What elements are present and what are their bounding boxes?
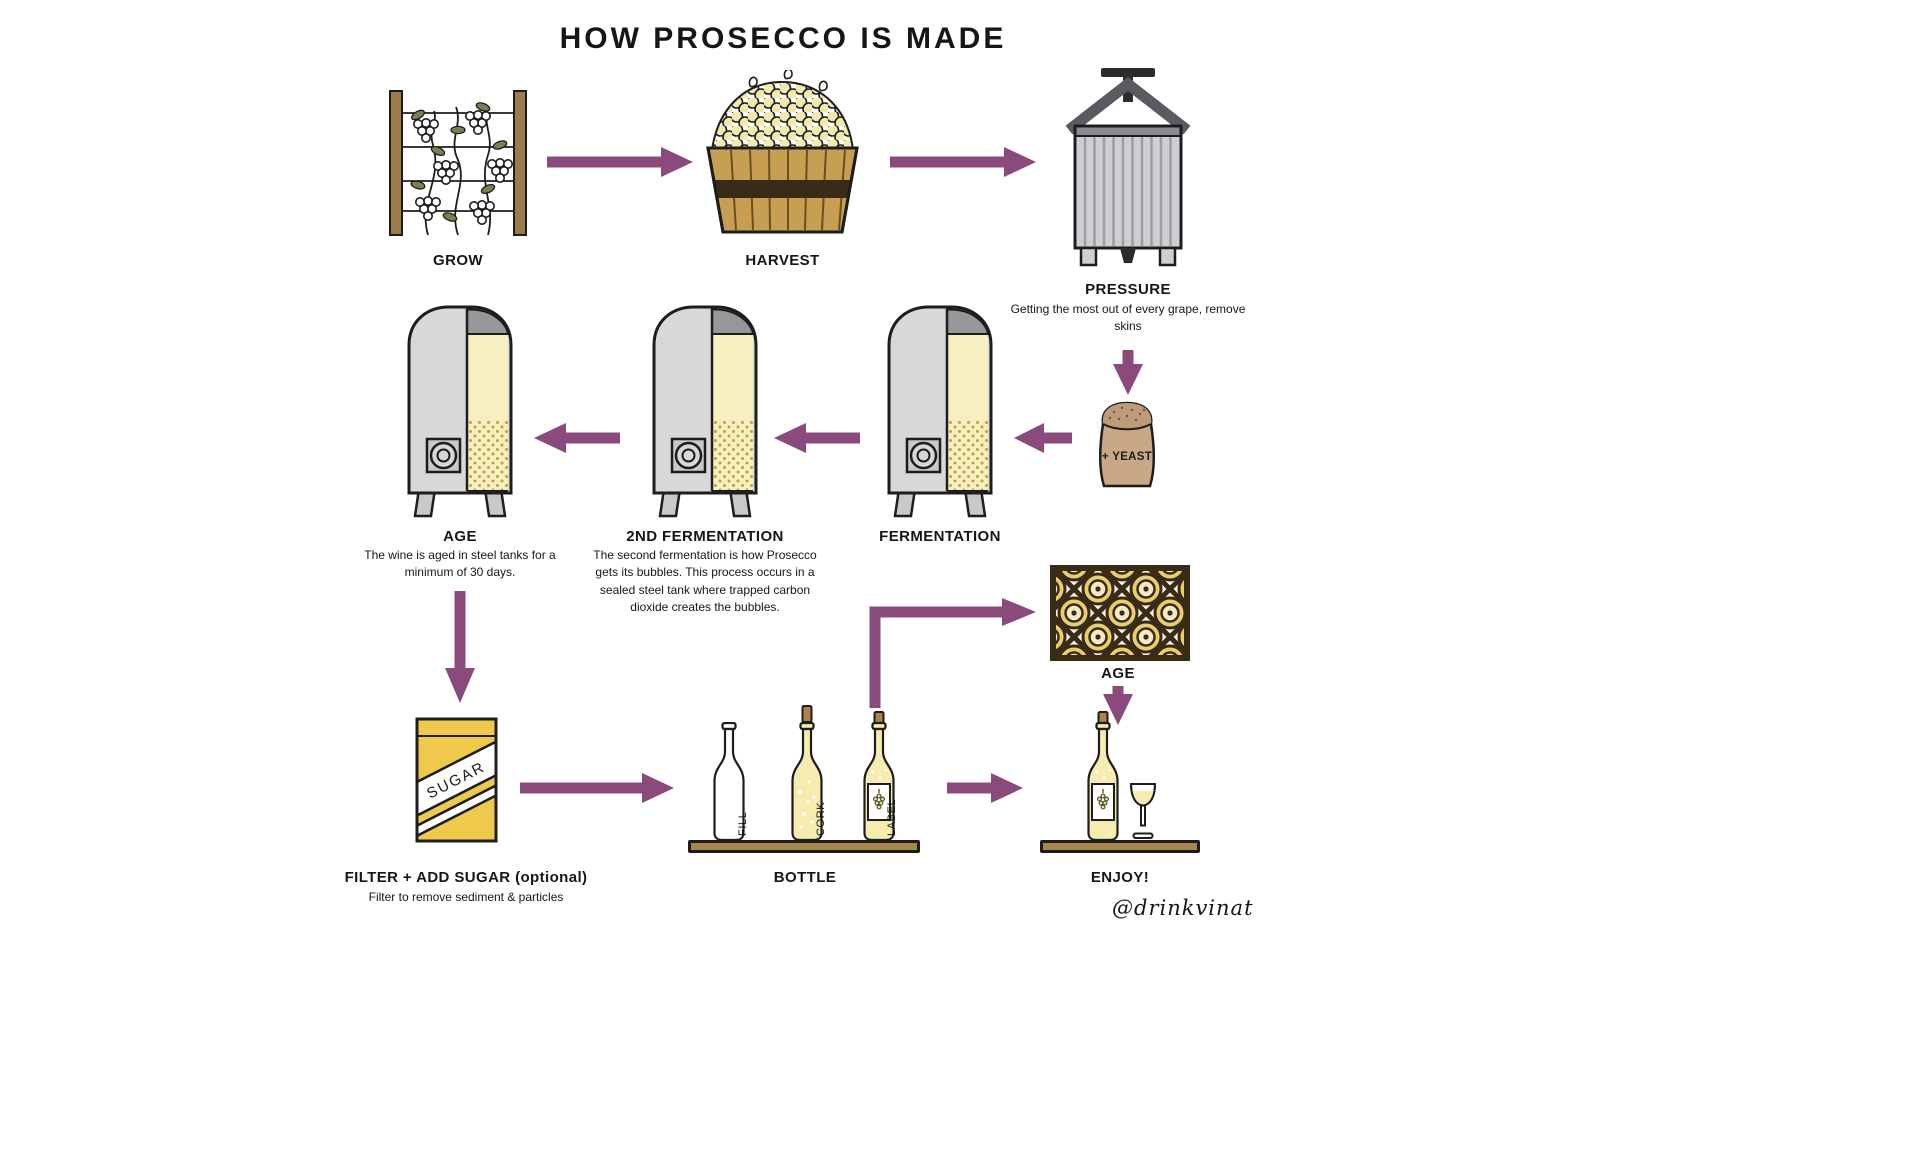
pressure-caption: Getting the most out of every grape, rem… bbox=[1010, 302, 1246, 334]
harvest-label: HARVEST bbox=[745, 252, 820, 269]
label-step-label: LABEL bbox=[886, 798, 898, 836]
pressure-label: PRESSURE bbox=[1085, 281, 1171, 298]
arrow-pressure-to-yeast-icon bbox=[1113, 350, 1143, 395]
empty-bottle-icon bbox=[713, 722, 745, 842]
arrow-grow-to-harvest-icon bbox=[547, 147, 693, 177]
yeast-sack-text: + YEAST bbox=[1102, 451, 1152, 463]
filter-sugar-caption: Filter to remove sediment & particles bbox=[368, 890, 564, 904]
wine-press-icon bbox=[1065, 68, 1191, 267]
wine-glass-icon bbox=[1129, 783, 1157, 839]
sugar-package-icon: SUGAR bbox=[415, 717, 498, 843]
enjoy-bottle-icon bbox=[1086, 704, 1120, 844]
arrow-harvest-to-pressure-icon bbox=[890, 147, 1036, 177]
yeast-sack-icon: + YEAST bbox=[1098, 401, 1156, 488]
bottle-rack-icon bbox=[1050, 565, 1190, 661]
bottle-shelf bbox=[688, 840, 920, 853]
enjoy-shelf bbox=[1040, 840, 1200, 853]
arrow-second-to-age-icon bbox=[534, 423, 620, 453]
cork-step-label: CORK bbox=[815, 801, 827, 836]
arrow-yeast-to-fermentation-icon bbox=[1014, 423, 1072, 453]
second-fermentation-tank-icon bbox=[650, 303, 760, 521]
harvest-basket-icon bbox=[706, 70, 859, 234]
bottle-label: BOTTLE bbox=[773, 869, 837, 886]
filter-sugar-label: FILTER + ADD SUGAR (optional) bbox=[344, 869, 588, 886]
arrow-rack-to-enjoy-icon bbox=[1103, 686, 1133, 725]
arrow-age-to-filter-icon bbox=[445, 591, 475, 703]
fill-step-label: FILL bbox=[737, 811, 749, 836]
corked-bottle-icon bbox=[791, 705, 823, 842]
credit-handle: @drinkvinat bbox=[1112, 896, 1254, 920]
second-fermentation-caption: The second fermentation is how Prosecco … bbox=[593, 548, 817, 615]
arrow-bottle-to-rack-icon bbox=[869, 598, 1036, 708]
arrow-fermentation-to-second-icon bbox=[774, 423, 860, 453]
arrow-filter-to-bottle-icon bbox=[520, 773, 674, 803]
arrow-bottle-to-enjoy-icon bbox=[947, 773, 1023, 803]
enjoy-label: ENJOY! bbox=[1090, 869, 1150, 886]
fermentation-tank-icon bbox=[885, 303, 995, 521]
age-rack-label: AGE bbox=[1101, 665, 1135, 682]
page-title: HOW PROSECCO IS MADE bbox=[559, 22, 1007, 55]
grape-vine-icon bbox=[389, 90, 527, 236]
grow-label: GROW bbox=[433, 252, 483, 269]
age-tank-caption: The wine is aged in steel tanks for a mi… bbox=[364, 548, 556, 580]
age-tank-label: AGE bbox=[443, 528, 477, 545]
fermentation-label: FERMENTATION bbox=[879, 528, 1001, 545]
second-fermentation-label: 2ND FERMENTATION bbox=[626, 528, 784, 545]
age-tank-icon bbox=[405, 303, 515, 521]
